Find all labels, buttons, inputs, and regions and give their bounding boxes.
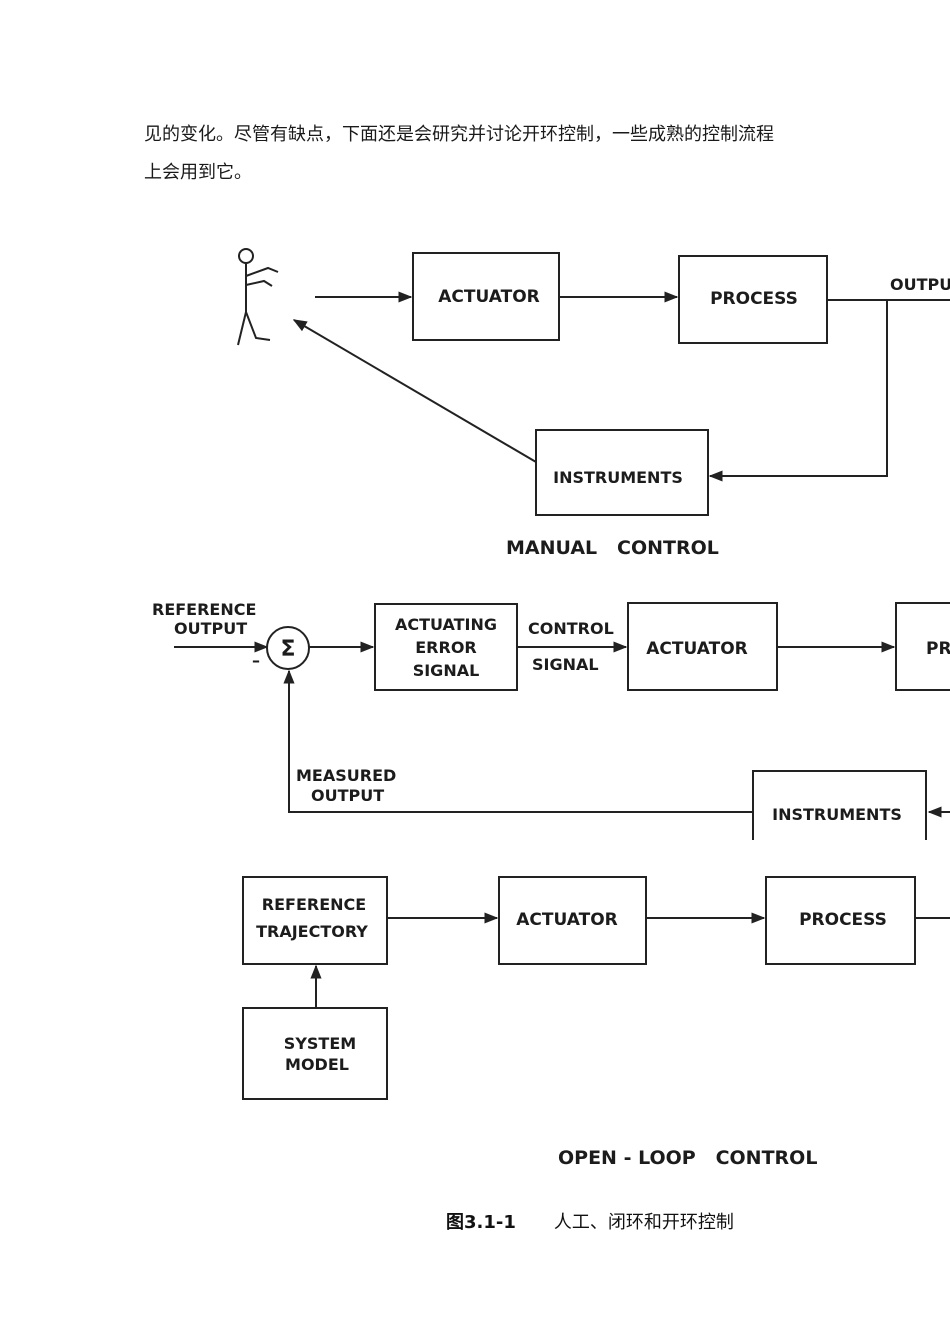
actuator-label-closed: ACTUATOR <box>646 639 748 659</box>
error-label-2: ERROR <box>415 638 477 657</box>
body-paragraph: 见的变化。尽管有缺点，下面还是会研究并讨论开环控制，一些成熟的控制流程 上会用到… <box>144 116 824 192</box>
paragraph-line-2: 上会用到它。 <box>144 162 252 183</box>
human-operator-icon <box>237 248 279 346</box>
actuator-box-open <box>498 876 647 965</box>
instruments-label-closed: INSTRUMENTS <box>772 805 902 824</box>
reference-trajectory-box <box>242 876 388 965</box>
actuator-label-open: ACTUATOR <box>516 910 618 930</box>
reference-output-label-2: OUTPUT <box>174 619 247 638</box>
process-box <box>678 255 828 344</box>
actuator-box <box>412 252 560 341</box>
control-signal-label-2: SIGNAL <box>532 655 599 674</box>
process-label-partial: PR <box>926 639 950 659</box>
system-model-box <box>242 1007 388 1100</box>
instruments-label: INSTRUMENTS <box>553 468 683 487</box>
figure-number: 图3.1-1 <box>446 1212 516 1233</box>
figure-caption-text: 人工、闭环和开环控制 <box>553 1212 734 1233</box>
system-model-label-1: SYSTEM <box>284 1034 356 1053</box>
sigma-symbol: Σ <box>280 637 295 662</box>
actuator-label: ACTUATOR <box>438 287 540 307</box>
system-model-label-2: MODEL <box>285 1055 349 1074</box>
error-label-3: SIGNAL <box>413 661 480 680</box>
process-box-open <box>765 876 916 965</box>
manual-control-diagram: ACTUATOR PROCESS OUTPU INSTRUMENTS MANUA… <box>237 248 950 559</box>
reference-trajectory-label-1: REFERENCE <box>262 895 366 914</box>
open-loop-diagram: REFERENCE TRAJECTORY ACTUATOR PROCESS SY… <box>242 876 950 1169</box>
error-label-1: ACTUATING <box>395 615 497 634</box>
control-signal-label-1: CONTROL <box>528 619 614 638</box>
output-label: OUTPU <box>890 275 950 294</box>
instruments-box <box>535 429 709 516</box>
figure-caption: 图3.1-1 人工、闭环和开环控制 <box>446 1208 734 1234</box>
process-label: PROCESS <box>710 289 798 309</box>
closed-loop-diagram: REFERENCE OUTPUT – Σ ACTUATING ERROR SIG… <box>152 600 950 840</box>
reference-trajectory-label-2: TRAJECTORY <box>256 922 368 941</box>
minus-sign: – <box>252 651 260 670</box>
manual-control-title: MANUAL CONTROL <box>506 537 719 559</box>
measured-output-label-1: MEASURED <box>296 766 396 785</box>
open-loop-control-title: OPEN - LOOP CONTROL <box>558 1147 817 1169</box>
measured-output-label-2: OUTPUT <box>311 786 384 805</box>
paragraph-line-1: 见的变化。尽管有缺点，下面还是会研究并讨论开环控制，一些成熟的控制流程 <box>144 124 774 145</box>
actuator-box-closed <box>627 602 778 691</box>
reference-output-label-1: REFERENCE <box>152 600 256 619</box>
process-label-open: PROCESS <box>799 910 887 930</box>
